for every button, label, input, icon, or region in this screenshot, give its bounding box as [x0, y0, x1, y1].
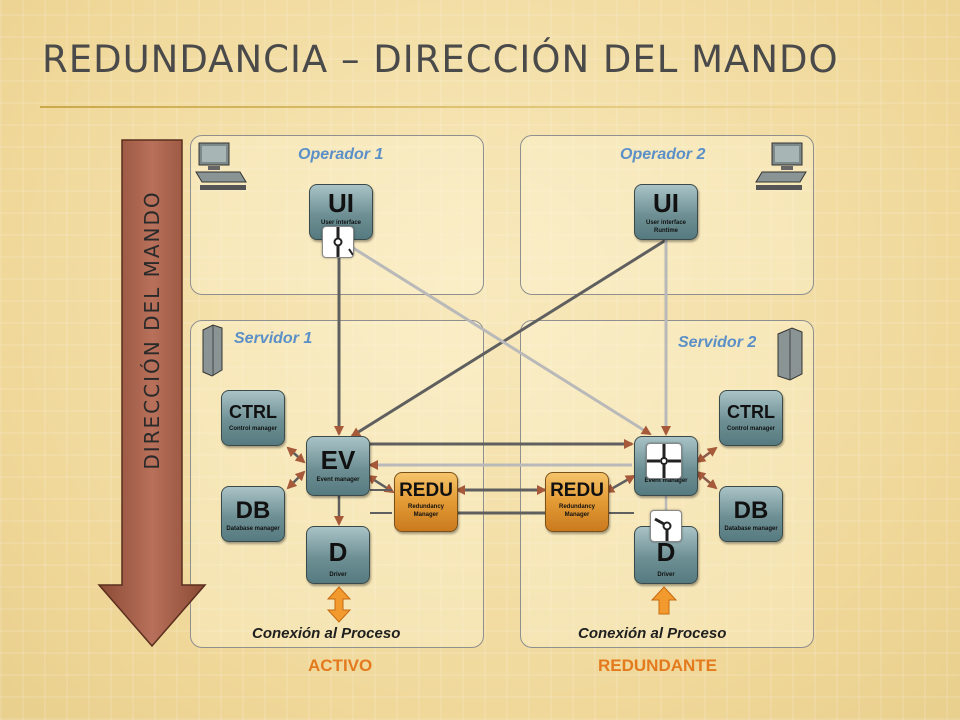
driver-subtitle: Driver — [329, 572, 347, 578]
up-arrow-icon — [650, 586, 678, 615]
ctrl-title: CTRL — [727, 402, 775, 422]
server-1-label: Servidor 1 — [234, 330, 313, 347]
switch-icon — [650, 510, 682, 542]
db-subtitle: Database manager — [724, 526, 778, 532]
ev-title: EV — [320, 445, 356, 475]
computer-icon — [195, 142, 247, 190]
switch-icon — [646, 443, 682, 479]
redu-title: REDU — [550, 480, 604, 501]
direction-arrow — [97, 139, 207, 648]
db-subtitle: Database manager — [226, 526, 280, 532]
ui-title: UI — [653, 188, 679, 218]
ui-subtitle: User interface Runtime — [645, 220, 687, 234]
computer-icon — [755, 142, 807, 190]
server-1-ev-node: EV Event manager — [306, 436, 370, 496]
db-title: DB — [235, 497, 271, 524]
title-underline — [40, 106, 920, 108]
ev-subtitle: Event manager — [644, 478, 688, 484]
server-2-redu-node: REDU Redundancy Manager — [545, 472, 609, 532]
server-1-connection-label: Conexión al Proceso — [252, 625, 401, 642]
server-2-label: Servidor 2 — [678, 334, 757, 351]
db-title: DB — [733, 497, 769, 524]
slide-title: REDUNDANCIA – DIRECCIÓN DEL MANDO — [42, 38, 839, 81]
driver-title: D — [328, 537, 348, 567]
driver-title: D — [656, 537, 676, 567]
server-1-status: ACTIVO — [308, 656, 373, 675]
ui-title: UI — [328, 188, 354, 218]
ev-subtitle: Event manager — [316, 477, 360, 483]
server-1-driver-node: D Driver — [306, 526, 370, 584]
operator-2-ui-node: UI User interface Runtime — [634, 184, 698, 240]
ui-subtitle: User interface — [320, 220, 362, 226]
server-2-status: REDUNDANTE — [598, 656, 717, 675]
server-2-connection-label: Conexión al Proceso — [578, 625, 727, 642]
server-1-redu-node: REDU Redundancy Manager — [394, 472, 458, 532]
redu-title: REDU — [399, 480, 453, 501]
server-2-db-node: DB Database manager — [719, 486, 783, 542]
operator-2-label: Operador 2 — [620, 146, 706, 163]
up-down-arrow-icon — [326, 586, 352, 623]
ctrl-subtitle: Control manager — [228, 426, 277, 432]
redu-subtitle: Redundancy Manager — [558, 504, 595, 518]
driver-subtitle: Driver — [657, 572, 675, 578]
server-1-db-node: DB Database manager — [221, 486, 285, 542]
server-icon — [777, 327, 803, 381]
ctrl-subtitle: Control manager — [726, 426, 775, 432]
server-icon — [202, 324, 223, 377]
server-2-ctrl-node: CTRL Control manager — [719, 390, 783, 446]
ctrl-title: CTRL — [229, 402, 277, 422]
operator-1-label: Operador 1 — [298, 146, 384, 163]
direction-label: DIRECCIÓN DEL MANDO — [140, 190, 164, 470]
server-1-ctrl-node: CTRL Control manager — [221, 390, 285, 446]
switch-icon — [322, 226, 354, 258]
redu-subtitle: Redundancy Manager — [407, 504, 444, 518]
